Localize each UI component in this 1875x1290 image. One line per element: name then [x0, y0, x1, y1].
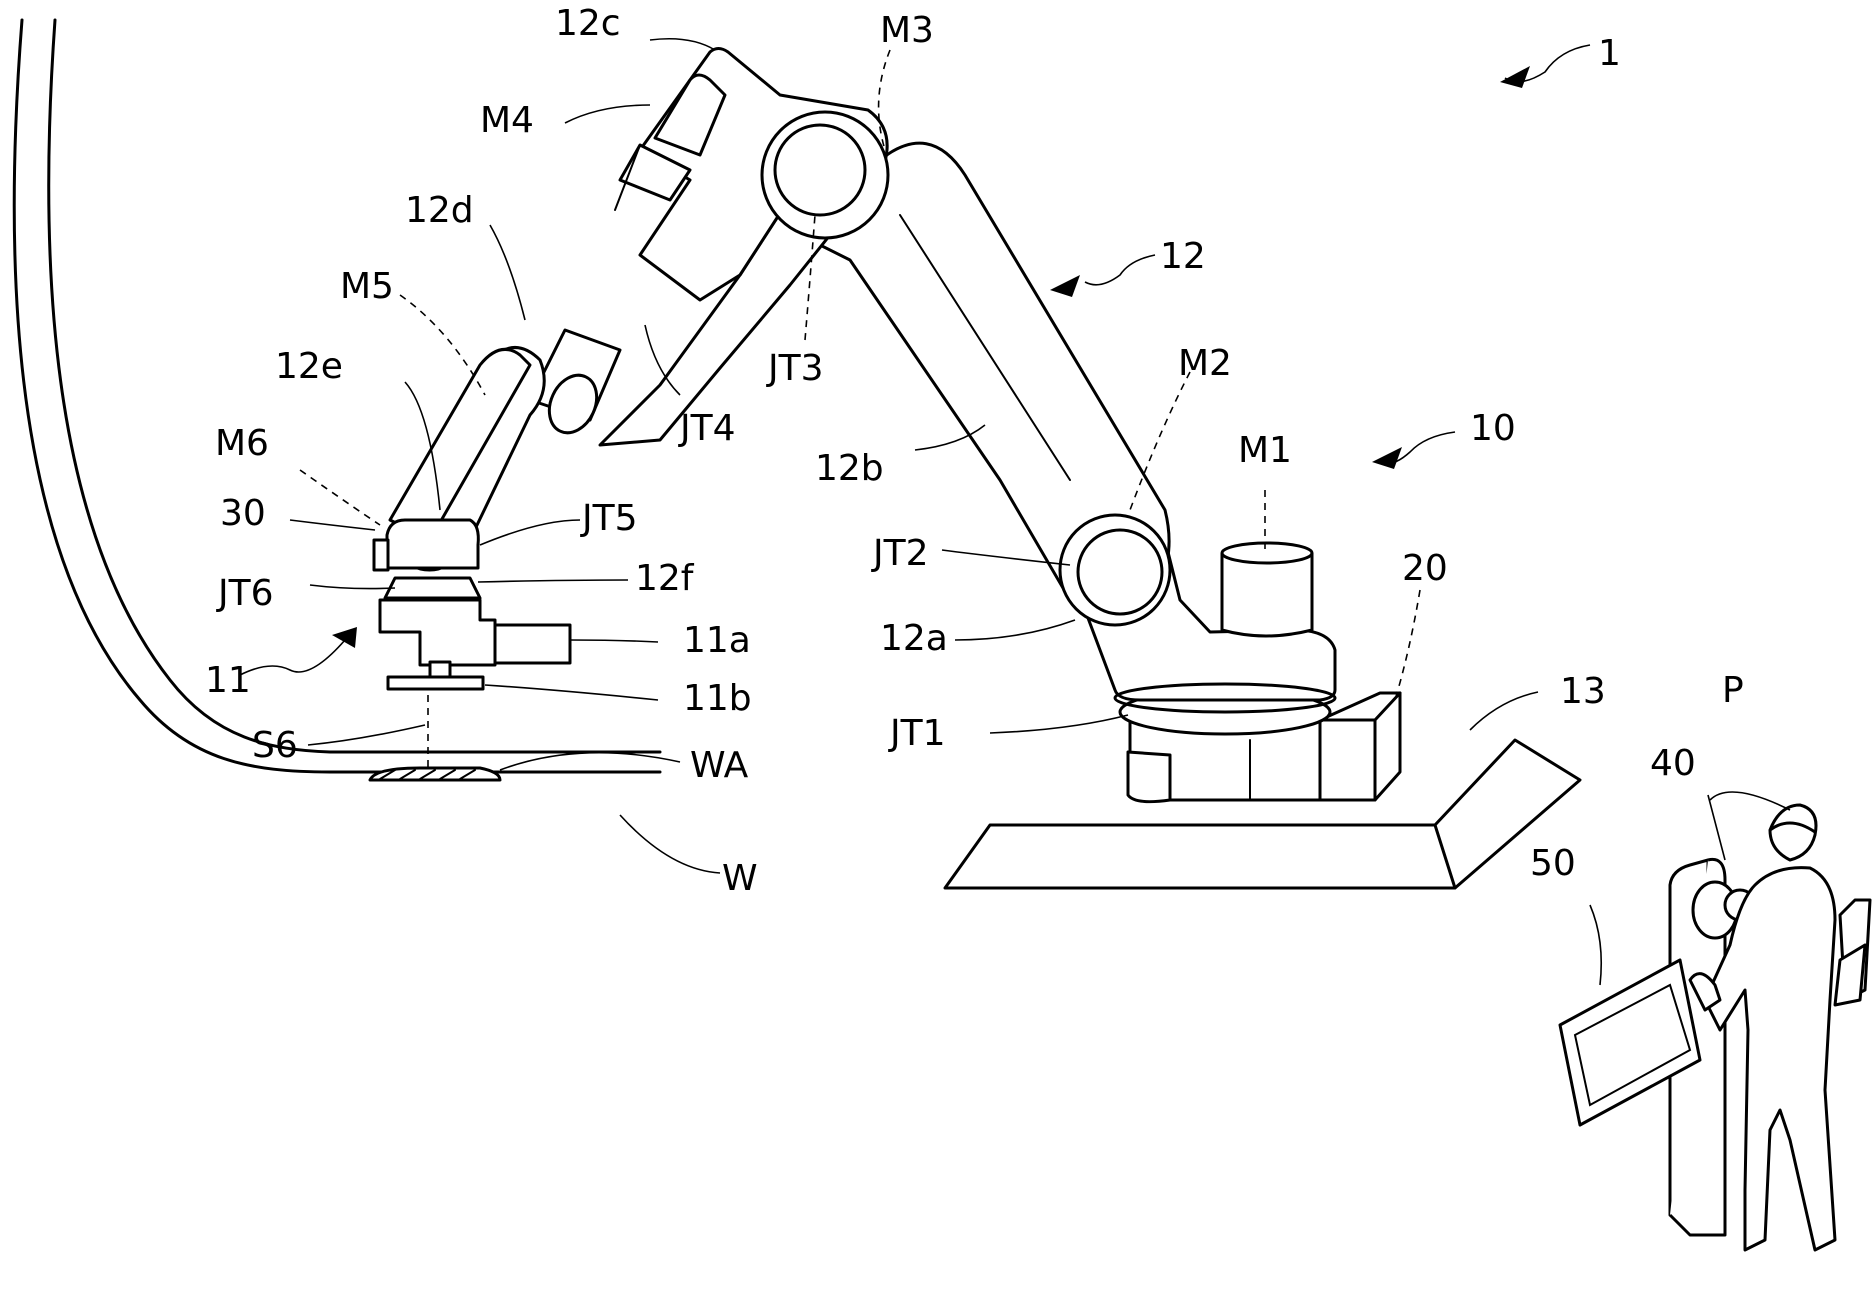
label-joint-4: JT4: [678, 408, 736, 449]
arrow-robot-10: [1372, 447, 1402, 469]
label-control-device: 20: [1402, 548, 1448, 589]
label-work-area: WA: [690, 745, 749, 786]
joint-jt3: [762, 112, 888, 238]
label-joint-6: JT6: [216, 573, 274, 614]
end-effector-11a: [495, 625, 570, 663]
label-joint-5: JT5: [580, 498, 638, 539]
label-robot: 10: [1470, 408, 1516, 449]
label-motor-3: M3: [880, 10, 934, 51]
work-area-mark: [370, 768, 500, 780]
label-joint-3: JT3: [766, 348, 824, 389]
label-end-effector: 11: [205, 660, 251, 701]
end-effector-11: [380, 600, 570, 689]
label-person: P: [1722, 670, 1744, 711]
label-link-d: 12d: [405, 190, 474, 231]
label-link-e: 12e: [275, 346, 343, 387]
label-end-effector-a: 11a: [683, 620, 751, 661]
label-display: 50: [1530, 843, 1576, 884]
label-end-effector-b: 11b: [683, 678, 752, 719]
label-motor-1: M1: [1238, 430, 1292, 471]
camera-30: [374, 540, 388, 570]
arrow-arm-12: [1050, 275, 1080, 297]
control-20-lead: [1395, 590, 1420, 700]
motor-m6-lead: [300, 470, 380, 525]
label-motor-4: M4: [480, 100, 534, 141]
base-rotator: [1120, 690, 1330, 802]
label-axis-s6: S6: [252, 725, 298, 766]
label-motor-6: M6: [215, 423, 269, 464]
label-link-a: 12a: [880, 618, 948, 659]
arrow-system-1: [1500, 66, 1530, 88]
label-camera: 30: [220, 493, 266, 534]
control-device-box: [1320, 693, 1400, 800]
arrow-end-effector-11: [332, 627, 357, 648]
label-system: 1: [1598, 33, 1621, 74]
label-link-c: 12c: [555, 3, 621, 44]
motor-m1: [1222, 543, 1312, 636]
label-motor-2: M2: [1178, 343, 1232, 384]
label-motor-5: M5: [340, 266, 394, 307]
label-workpiece: W: [722, 858, 758, 899]
joint-jt2: [1060, 515, 1170, 625]
label-base: 13: [1560, 671, 1606, 712]
label-operation-input: 40: [1650, 743, 1696, 784]
label-joint-2: JT2: [871, 533, 929, 574]
label-arm: 12: [1160, 236, 1206, 277]
label-link-f: 12f: [635, 558, 695, 599]
label-joint-1: JT1: [888, 713, 946, 754]
label-link-b: 12b: [815, 448, 884, 489]
end-effector-11b: [388, 677, 483, 689]
flange-12f: [385, 520, 480, 598]
